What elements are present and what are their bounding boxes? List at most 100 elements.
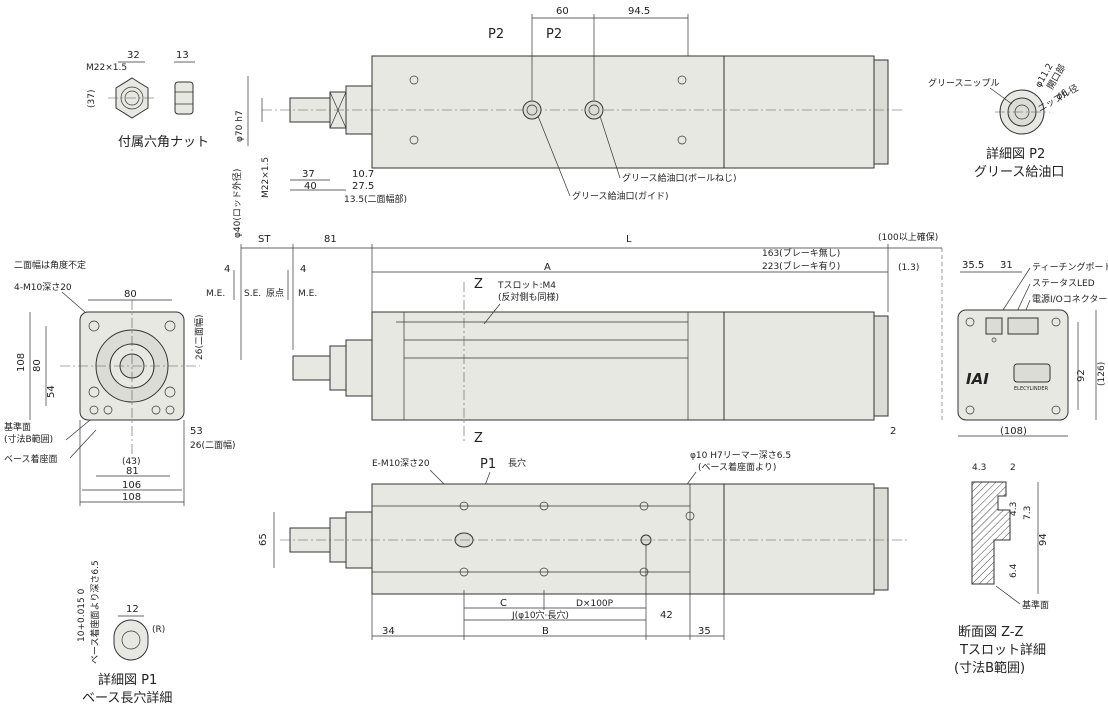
p1-caption-title: 詳細図 P1 <box>98 672 157 688</box>
teaching-port-label: ティーチングポート <box>1032 261 1108 273</box>
dim-80-top: 80 <box>124 289 137 300</box>
dim-126: (126) <box>1097 362 1107 386</box>
z-mark-bottom: Z <box>474 431 483 446</box>
dim-2: 2 <box>890 426 896 437</box>
dim-phi70: φ70 h7 <box>235 110 245 142</box>
top-view: P2 P2 60 94.5 φ70 h7 M22×1.5 φ40(ロッド外径) … <box>231 6 905 238</box>
p1-dim-12: 12 <box>126 604 139 615</box>
top-body <box>371 55 725 169</box>
side-view: ST 81 L (100以上確保) A 163(ブレーキ無し) 223(ブレーキ… <box>206 231 943 446</box>
nut-caption: 付属六角ナット <box>118 135 209 150</box>
dim-1-3: (1.3) <box>898 263 919 273</box>
ec-logo <box>1013 363 1051 383</box>
dim-37: 37 <box>302 169 315 180</box>
dim-92: 92 <box>1076 369 1087 382</box>
dim-26-flat: 26(二面幅) <box>193 315 205 360</box>
side-nut <box>329 345 347 391</box>
side-rod <box>292 355 331 381</box>
zz-caption-sub2: (寸法B範囲) <box>954 661 1025 676</box>
flat-angle-label: 二面幅は角度不定 <box>14 259 86 271</box>
dim-108: 108 <box>122 492 141 503</box>
seat-surface-label: ベース着座面 <box>4 453 58 465</box>
zz-profile <box>971 481 1011 585</box>
p2-caption-sub: グリース給油口 <box>974 165 1064 180</box>
nut-thread-label: M22×1.5 <box>86 63 127 73</box>
dim-35: 35 <box>698 626 711 637</box>
dim-A: A <box>544 262 551 273</box>
dim-C: C <box>500 598 507 609</box>
p2-detail: グリースニップル φ11.2 開口部 φ6 ニップル径 詳細図 P2 グリース給… <box>928 62 1080 180</box>
me2-label: M.E. <box>298 289 317 299</box>
p1-label: P1 <box>480 457 496 472</box>
end-motor-face <box>957 309 1069 421</box>
nut-side-label: (37) <box>87 90 97 108</box>
side-motor <box>723 311 875 421</box>
top-endcap <box>873 59 889 165</box>
dim-13-5: 13.5(二面幅部) <box>344 193 407 205</box>
p1-depth: ベース着座面より深さ6.5 <box>89 560 101 664</box>
front-view: 二面幅は角度不定 4-M10深さ20 80 108 80 54 26(二面幅) … <box>4 259 235 506</box>
zz-base-label: 基準面 <box>1022 599 1049 611</box>
dim-4b: 4 <box>300 264 306 275</box>
p2-label-b: P2 <box>546 27 562 42</box>
dim-65: 65 <box>258 533 269 546</box>
bottom-endcap <box>873 487 889 591</box>
brake-none-label: 163(ブレーキ無し) <box>762 247 840 259</box>
grease-ball-label: グリース給油口(ボールねじ) <box>622 172 737 184</box>
reamer-label2: (ベース着座面より) <box>698 461 776 473</box>
tslot-label: Tスロット:M4 <box>497 281 556 291</box>
teaching-port <box>985 317 1003 335</box>
dim-J: J(φ10穴·長穴) <box>511 609 569 621</box>
se-label: S.E. <box>244 289 261 299</box>
status-led-label: ステータスLED <box>1032 278 1095 289</box>
dim-80-vert: 80 <box>32 359 43 372</box>
zz-section: 4.3 2 4.3 7.3 94 6.4 基準面 断面図 Z-Z Tスロット詳細… <box>954 463 1049 676</box>
dim-B: B <box>542 626 549 637</box>
dim-27-5: 27.5 <box>352 181 374 192</box>
end-view: 35.5 31 ティーチングポート ステータスLED 電源I/Oコネクター IA… <box>957 260 1108 437</box>
p1-detail: 10+0.015 0 ベース着座面より深さ6.5 12 (R) 詳細図 P1 ベ… <box>77 560 172 706</box>
dim-34: 34 <box>382 626 395 637</box>
p2-caption-title: 詳細図 P2 <box>986 146 1045 162</box>
zz-dim-2: 2 <box>1010 463 1016 473</box>
zz-caption-title: 断面図 Z-Z <box>958 625 1024 640</box>
dim-108-end: (108) <box>1000 426 1027 437</box>
dim-100min: (100以上確保) <box>878 231 938 243</box>
dim-31: 31 <box>1000 260 1013 271</box>
em10-label: E-M10深さ20 <box>372 458 430 469</box>
nut-side-face <box>174 81 194 115</box>
base-range-label: (寸法B範囲) <box>4 433 53 445</box>
dim-108-vert: 108 <box>16 353 27 372</box>
bottom-view: E-M10深さ20 P1 長穴 φ10 H7リーマー深さ6.5 (ベース着座面よ… <box>258 450 910 640</box>
zz-dim-4-3: 4.3 <box>972 463 986 473</box>
dim-42: 42 <box>660 610 673 621</box>
io-connector <box>1007 317 1039 335</box>
p1-radius: (R) <box>152 625 165 635</box>
p1-tolerance: 10+0.015 0 <box>77 588 87 642</box>
zz-dim-94: 94 <box>1038 533 1049 546</box>
io-connector-label: 電源I/Oコネクター <box>1032 294 1107 305</box>
hex-nut-view: M22×1.5 32 13 (37) 付属六角ナット <box>86 50 209 150</box>
bottom-body <box>371 483 725 595</box>
side-flange <box>345 339 373 397</box>
nut-height-label: 13 <box>176 50 189 61</box>
dim-53: 53 <box>190 426 203 437</box>
p1-slot-shape <box>113 619 149 661</box>
iai-logo: IAI <box>966 370 989 388</box>
z-mark-top: Z <box>474 277 483 292</box>
nut-width-label: 32 <box>127 50 140 61</box>
zz-dim-7-3: 7.3 <box>1023 506 1033 520</box>
zz-dim-6-4: 6.4 <box>1009 563 1019 578</box>
dim-40: 40 <box>304 181 317 192</box>
dim-35-5: 35.5 <box>962 260 984 271</box>
top-motor <box>723 55 875 169</box>
p2-port-ball <box>584 100 604 120</box>
p1-caption-sub: ベース長穴詳細 <box>82 690 172 706</box>
bottom-flange <box>345 511 373 569</box>
dim-94-5: 94.5 <box>628 6 650 17</box>
zz-dim-4-3b: 4.3 <box>1009 502 1019 516</box>
brake-with-label: 223(ブレーキ有り) <box>762 260 840 272</box>
zz-caption-sub1: Tスロット詳細 <box>959 642 1046 658</box>
p2-port-guide <box>522 100 542 120</box>
